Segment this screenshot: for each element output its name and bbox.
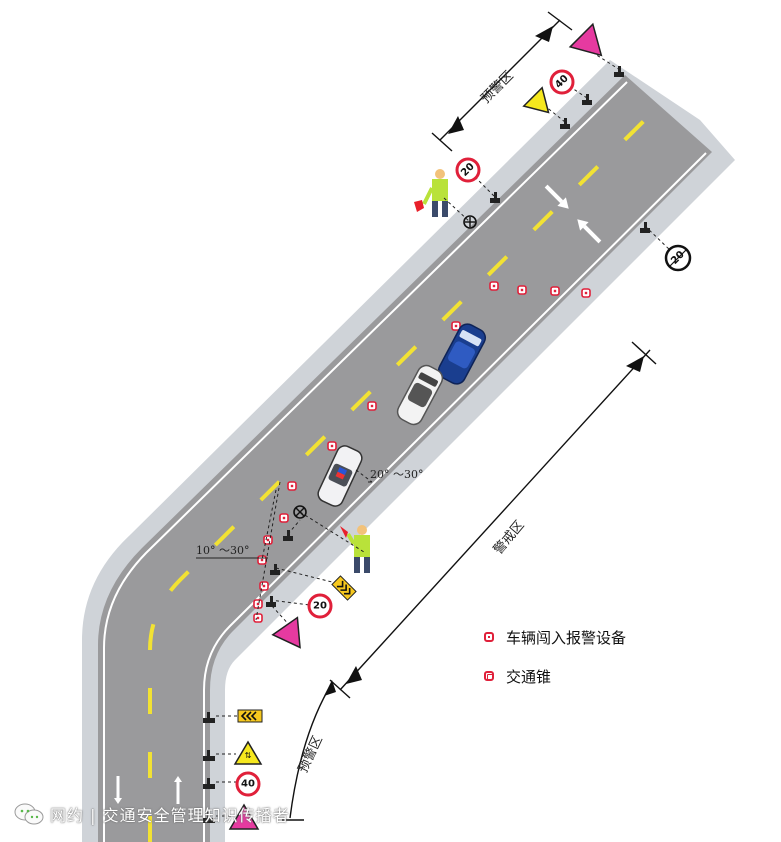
legend-alarm-label: 车辆闯入报警设备 (506, 628, 627, 647)
upper-angle-label: 20° ～30° (370, 468, 424, 481)
warning-sign-lower (271, 616, 301, 649)
watermark: 网约 | 交通安全管理知识传播者 (14, 802, 290, 826)
center-lane-line (148, 103, 662, 842)
traffic-cone-dot-6 (370, 404, 374, 408)
legend: 车辆闯入报警设备 交通锥 (484, 626, 626, 704)
traffic-cone-dot-7 (330, 444, 334, 448)
bottom-zone-dim (289, 689, 329, 819)
legend-cone-label: 交通锥 (506, 667, 552, 686)
traffic-cone-dot-12 (262, 584, 266, 588)
police-car (317, 445, 363, 507)
legend-row-cone: 交通锥 (484, 665, 626, 687)
right-edge-line (203, 152, 707, 842)
traffic-cone-dot-14 (256, 616, 260, 620)
speed-sign-40-top: 40 (549, 69, 575, 95)
blue-car (437, 323, 487, 385)
flagmen (340, 169, 448, 573)
top-zone-dim (439, 19, 561, 141)
arrow-left-down (544, 184, 569, 209)
speed-end-sign-20: 20 (664, 244, 692, 272)
marker-circle-upper (463, 215, 477, 229)
road-asphalt (98, 75, 712, 842)
speed-sign-40-bottom: 40 (235, 771, 261, 797)
sign-stands (203, 66, 650, 823)
flagman-lower (340, 525, 370, 573)
watermark-text: 网约 | 交通安全管理知识传播者 (50, 806, 290, 825)
warning-sign-top (568, 22, 603, 57)
warning-sign-bottom (228, 803, 260, 830)
traffic-cone-dot-11 (260, 558, 264, 562)
traffic-cone-icon (484, 671, 494, 681)
lower-angle-label: 10° ～30° (196, 544, 250, 557)
arrow-right-up (577, 219, 602, 244)
chevron-sign-lower (331, 575, 357, 601)
traffic-cone-dot-1 (492, 284, 496, 288)
traffic-cone-dot-2 (520, 288, 524, 292)
signs: 40 20 20 20 (228, 22, 692, 830)
dimension-lines (282, 11, 657, 821)
caution-zone-label: 警戒区 (490, 517, 527, 557)
caution-sign-bottom: ⇅ (233, 740, 263, 765)
caution-zone-dim (339, 349, 651, 691)
vehicles (317, 323, 487, 507)
marker-circles (293, 215, 477, 519)
arrow-down (114, 776, 122, 804)
top-warning-zone-label: 预警区 (478, 68, 517, 107)
traffic-cone-dot-9 (282, 516, 286, 520)
arrow-up (174, 776, 182, 804)
traffic-cone-dot-13 (256, 602, 260, 606)
traffic-cone-dot-5 (454, 324, 458, 328)
left-edge-line (103, 81, 628, 842)
chevron-sign-bottom (237, 709, 263, 723)
white-car (396, 364, 444, 426)
traffic-cone-dot-4 (584, 291, 588, 295)
traffic-cone-dot-8 (290, 484, 294, 488)
traffic-cone-dot-3 (553, 289, 557, 293)
caution-sign-top (522, 86, 550, 114)
bottom-warning-zone-label: 预警区 (295, 733, 326, 775)
road (82, 60, 735, 842)
flagman-upper (414, 169, 448, 217)
leader-lines (216, 51, 673, 817)
speed-40-bottom-text: 40 (241, 779, 255, 790)
marker-circle-lower (293, 505, 307, 519)
legend-row-alarm: 车辆闯入报警设备 (484, 626, 626, 648)
speed-20-lower-text: 20 (313, 601, 327, 612)
traffic-cone-dot-10 (266, 538, 270, 542)
svg-text:⇅: ⇅ (245, 751, 252, 760)
speed-sign-20-top: 20 (455, 157, 481, 183)
alarm-device-icon (484, 632, 494, 642)
direction-arrows (114, 184, 602, 804)
wechat-icon (14, 803, 44, 825)
speed-sign-20-lower: 20 (307, 593, 333, 619)
